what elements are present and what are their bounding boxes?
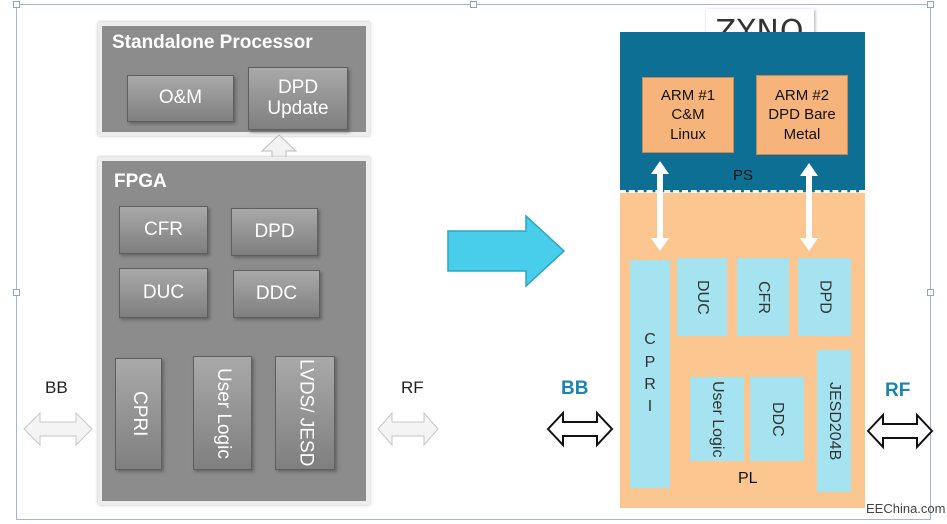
user-logic-block-zynq: User Logic (690, 377, 744, 461)
cfr-block-zynq: CFR (737, 258, 789, 336)
resize-handle-mr[interactable] (927, 289, 934, 296)
rf-arrow-left (377, 411, 439, 447)
cpri-label: CPRI (128, 391, 150, 437)
resize-handle-tr[interactable] (927, 1, 934, 8)
pl-label: PL (738, 470, 758, 487)
bb-label-right: BB (561, 378, 589, 399)
arm1-block: ARM #1 C&M Linux (642, 77, 734, 153)
arm1-label: ARM #1 C&M Linux (660, 86, 716, 143)
dpd-block: DPD (231, 208, 318, 256)
cfr-label-zynq: CFR (755, 280, 772, 314)
ps-label: PS (733, 167, 754, 184)
arm1-pl-arrow (651, 161, 669, 251)
om-block: O&M (127, 75, 234, 122)
ddc-block-zynq: DDC (750, 377, 804, 461)
duc-label-zynq: DUC (694, 279, 711, 315)
duc-block-zynq: DUC (677, 258, 727, 336)
watermark: EEChina.com (866, 501, 946, 516)
ddc-block: DDC (233, 270, 320, 318)
fpga-title: FPGA (114, 171, 167, 192)
rf-arrow-right (866, 412, 934, 450)
dpd-label-zynq: DPD (816, 280, 834, 314)
ddc-label-zynq: DDC (769, 401, 786, 437)
cpri-block: CPRI (115, 358, 162, 470)
resize-handle-ml[interactable] (13, 289, 20, 296)
resize-handle-tc[interactable] (470, 1, 477, 8)
arm2-block: ARM #2 DPD Bare Metal (756, 75, 848, 155)
user-logic-label-zynq: User Logic (708, 380, 726, 458)
transition-arrow (447, 214, 566, 288)
rf-label-right: RF (885, 380, 911, 401)
cfr-block: CFR (119, 206, 208, 254)
resize-handle-tl[interactable] (13, 1, 20, 8)
dpd-update-block: DPD Update (248, 67, 348, 130)
user-logic-label: User Logic (212, 367, 234, 459)
standalone-processor-title: Standalone Processor (112, 32, 313, 53)
lvds-jesd-label: LVDS/ JESD (295, 359, 317, 467)
cpri-label-zynq: C P R I (644, 331, 656, 416)
user-logic-block: User Logic (193, 356, 252, 470)
lvds-jesd-block: LVDS/ JESD (275, 356, 335, 470)
arm2-pl-arrow (800, 163, 818, 251)
bb-arrow-left (23, 411, 93, 447)
ps-pl-divider (620, 190, 865, 193)
duc-block: DUC (119, 268, 208, 318)
arm2-label: ARM #2 DPD Bare Metal (768, 86, 836, 143)
bb-label-left: BB (45, 378, 68, 397)
jesd-label-zynq: JESD204B (826, 381, 843, 461)
jesd-block-zynq: JESD204B (817, 350, 851, 492)
bb-arrow-right (546, 410, 614, 448)
dpd-block-zynq: DPD (798, 258, 851, 336)
rf-label-left: RF (401, 378, 424, 397)
cpri-block-zynq: C P R I (630, 260, 670, 488)
